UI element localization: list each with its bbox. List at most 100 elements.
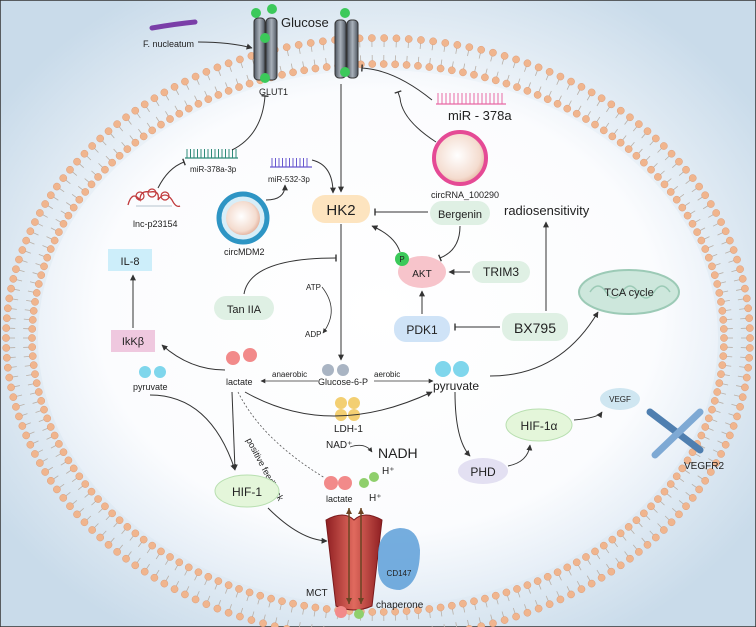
vegfr2-label: VEGFR2 (684, 461, 724, 472)
ikkb-node (111, 330, 155, 352)
il8-node (108, 249, 152, 271)
chaperone-label: chaperone (376, 600, 424, 611)
bergenin-inhibits-akt (438, 225, 461, 262)
lactate-label: lactate (226, 377, 253, 387)
mir-378a-3p-icon (185, 149, 238, 159)
f-nucleatum-icon (149, 19, 198, 31)
circrna-100290-label: circRNA_100290 (431, 190, 499, 200)
lactate-out-label: lactate (326, 494, 353, 504)
lactate-out-molecules-icon (324, 476, 352, 490)
hif1a-to-vegf-arrow (573, 411, 603, 421)
lactate-to-pyruvate-arrow (244, 391, 433, 417)
mir-378a-3p-inhibition (231, 95, 269, 151)
glut1-transporter-left (251, 4, 278, 83)
nad-to-nadh-arrow (349, 444, 373, 453)
cd147-chaperone-icon (378, 528, 420, 590)
lnc-p23154-inhibition (157, 158, 186, 189)
hif1a-label: HIF-1α (521, 419, 558, 433)
mir-532-3p-label: miR-532-3p (268, 175, 310, 184)
mir-378a-inhibition (361, 64, 433, 101)
pyruvate-left-molecules-icon (139, 366, 166, 378)
hif1a-node (505, 408, 573, 442)
vegf-node (600, 388, 640, 410)
adp-label: ADP (305, 330, 321, 339)
phd-label: PHD (470, 465, 496, 479)
pdk1-label: PDK1 (406, 323, 438, 337)
pyruvate-molecules-icon (435, 361, 469, 377)
bergenin-node (430, 201, 490, 225)
lactate-molecules-icon (226, 348, 257, 365)
hif1-node (214, 474, 280, 508)
hk2-node (312, 195, 370, 223)
h-plus-out-label: H⁺ (369, 493, 382, 504)
phospho-label: P (399, 255, 404, 264)
pyruvate-to-phd-arrow (454, 391, 471, 457)
akt-label: AKT (412, 269, 431, 280)
pyruvate-main-label: pyruvate (433, 379, 479, 393)
ikkb-label: IkKβ (122, 336, 144, 348)
f-nucleatum-arrow (197, 41, 253, 50)
mir-532-3p-arrow (311, 159, 336, 194)
f-nucleatum-label: F. nucleatum (143, 39, 194, 49)
mir-378a-3p-label: miR-378a-3p (190, 165, 237, 174)
il8-label: IL-8 (121, 256, 140, 268)
aerobic-label: aerobic (374, 370, 400, 379)
glucose-6-p-molecules-icon (322, 364, 349, 376)
glut1-label: GLUT1 (259, 87, 288, 97)
phd-node (458, 458, 508, 484)
circmdm2-label: circMDM2 (224, 247, 265, 257)
mir-378a-icon (436, 93, 506, 105)
trim3-node (472, 261, 530, 283)
tan-iia-inhibits-hk2 (243, 254, 337, 295)
hif1-label: HIF-1 (232, 485, 262, 499)
mct-label: MCT (306, 588, 328, 599)
tan-iia-label: Tan IIA (227, 304, 262, 316)
nad-label: NAD⁺ (326, 440, 352, 451)
phd-to-hif1a-arrow (507, 444, 533, 467)
circrna-100290-inhibition (394, 90, 437, 143)
pyruvate-left-label: pyruvate (133, 382, 168, 392)
vegf-label: VEGF (609, 395, 631, 404)
hk2-label: HK2 (326, 202, 355, 219)
circrna-100290-icon (432, 130, 488, 186)
bx795-node (502, 313, 568, 341)
mir-378a-label: miR - 378a (448, 108, 512, 123)
circmdm2-icon (216, 191, 270, 245)
glut1-transporter-right (334, 8, 359, 79)
bergenin-label: Bergenin (438, 209, 482, 221)
hif1-to-mct-arrow (267, 507, 328, 544)
glucose-6-p-label: Glucose-6-P (318, 377, 368, 387)
trim3-label: TRIM3 (483, 265, 519, 279)
phospho-icon (395, 252, 409, 266)
bx795-label: BX795 (514, 320, 556, 336)
atp-adp-arrow (321, 286, 332, 334)
lipid-bilayer-membrane (2, 34, 754, 627)
mitochondrion-icon (578, 269, 680, 315)
radiosensitivity-label: radiosensitivity (504, 203, 590, 218)
vegfr2-receptor-icon (646, 408, 704, 459)
atp-label: ATP (306, 283, 321, 292)
pyruvate-to-tca-arrow (489, 311, 599, 377)
lnc-p23154-icon (127, 188, 181, 208)
lactate-to-hif1-arrow (231, 391, 238, 471)
anaerobic-label: anaerobic (272, 370, 307, 379)
h-plus-label: H⁺ (382, 466, 395, 477)
h-plus-out-molecules-icon (359, 472, 379, 488)
cytoplasm (38, 70, 718, 606)
tca-cycle-label: TCA cycle (604, 287, 654, 299)
mct-transporter-icon (325, 508, 383, 619)
akt-node (398, 256, 446, 288)
glucose-label: Glucose (281, 15, 329, 30)
mir-532-3p-icon (270, 158, 312, 168)
tan-iia-node (214, 296, 274, 320)
nadh-label: NADH (378, 445, 418, 461)
positive-feedback-dashed-line (237, 391, 326, 479)
ldh1-label: LDH-1 (334, 424, 363, 435)
cd147-label: CD147 (387, 569, 412, 578)
lactate-to-ikkb-arrow (161, 344, 226, 371)
pyruvate-to-hif1-arrow (149, 394, 237, 471)
lnc-p23154-label: lnc-p23154 (133, 219, 178, 229)
akt-to-hk2-arrow (371, 225, 401, 253)
